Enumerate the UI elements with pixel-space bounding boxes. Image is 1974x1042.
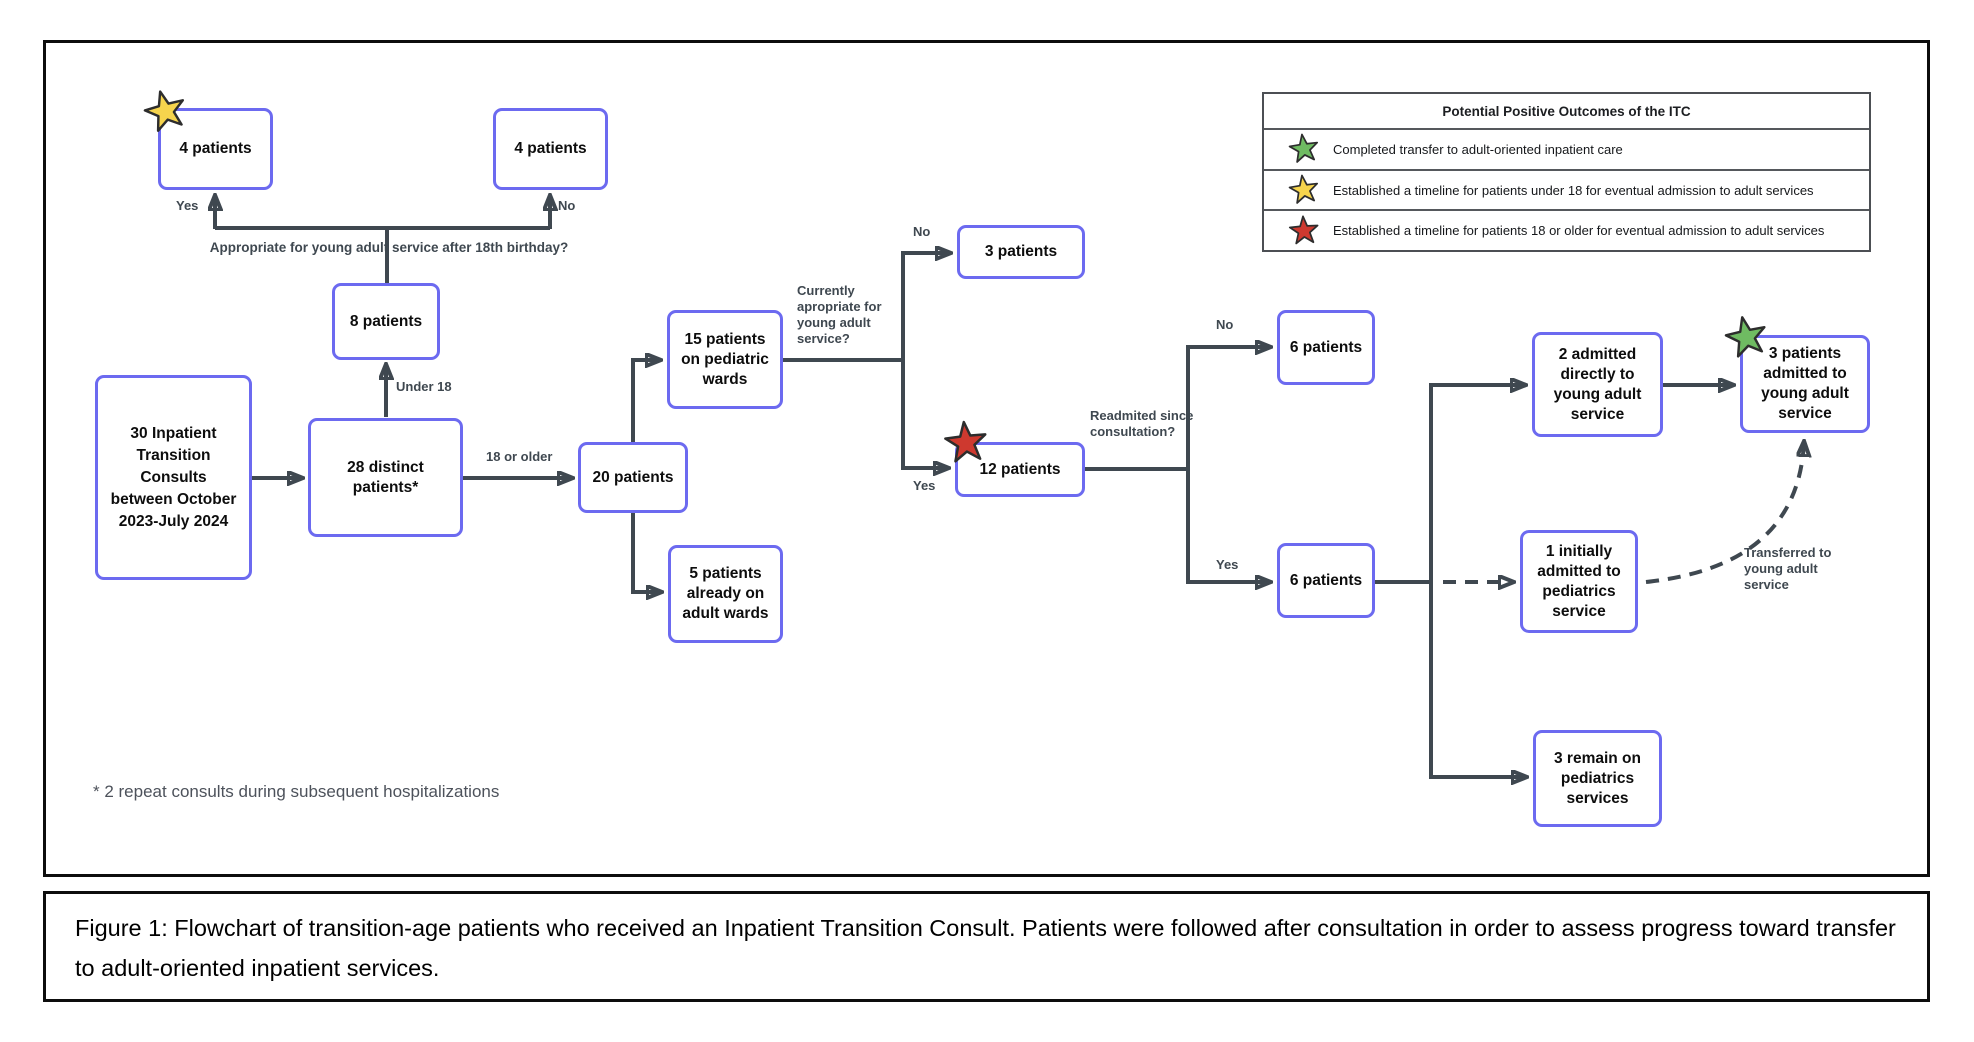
red-star-icon — [941, 418, 992, 469]
label-no-top: No — [558, 198, 576, 213]
label-question-18th-birthday: Appropriate for young adult service afte… — [209, 240, 569, 255]
label-yes-right: Yes — [1216, 557, 1239, 572]
label-under-18: Under 18 — [396, 379, 452, 394]
yellow-star-icon — [1286, 172, 1322, 208]
legend-title: Potential Positive Outcomes of the ITC — [1264, 94, 1869, 130]
node-8-patients: 8 patients — [332, 283, 440, 360]
green-star-icon — [1286, 131, 1322, 167]
legend: Potential Positive Outcomes of the ITC C… — [1262, 92, 1871, 252]
legend-row-completed-transfer: Completed transfer to adult-oriented inp… — [1264, 130, 1869, 171]
label-yes-mid: Yes — [913, 478, 936, 493]
label-18-or-older: 18 or older — [486, 449, 553, 464]
label-no-right: No — [1216, 317, 1234, 332]
green-star-icon — [1720, 311, 1773, 364]
node-30-consults: 30 Inpatient Transition Consults between… — [95, 375, 252, 580]
legend-row-timeline-18-older: Established a timeline for patients 18 o… — [1264, 211, 1869, 250]
node-6-patients-no: 6 patients — [1277, 310, 1375, 385]
node-15-pediatric-wards: 15 patients on pediatric wards — [667, 310, 783, 409]
red-star-icon — [1287, 214, 1321, 248]
node-20-patients: 20 patients — [578, 442, 688, 513]
figure-caption: Figure 1: Flowchart of transition-age pa… — [75, 915, 1896, 981]
node-1-initially-pediatrics: 1 initially admitted to pediatrics servi… — [1520, 530, 1638, 633]
yellow-star-icon — [138, 84, 193, 139]
label-question-readmitted: Readmited since consultation? — [1090, 408, 1194, 439]
label-yes-top: Yes — [176, 198, 199, 213]
legend-label: Completed transfer to adult-oriented inp… — [1333, 141, 1623, 157]
node-5-adult-wards: 5 patients already on adult wards — [668, 545, 783, 643]
label-transferred: Transferred to young adult service — [1744, 545, 1832, 592]
node-3-remain-pediatrics: 3 remain on pediatrics services — [1533, 730, 1662, 827]
footnote: * 2 repeat consults during subsequent ho… — [93, 782, 500, 801]
node-3-patients: 3 patients — [957, 225, 1085, 279]
node-28-distinct-patients: 28 distinct patients* — [308, 418, 463, 537]
legend-row-timeline-under-18: Established a timeline for patients unde… — [1264, 171, 1869, 212]
label-no-mid: No — [913, 224, 931, 239]
node-4-patients-no: 4 patients — [493, 108, 608, 190]
node-2-admitted-directly: 2 admitted directly to young adult servi… — [1532, 332, 1663, 437]
legend-label: Established a timeline for patients 18 o… — [1333, 223, 1825, 239]
legend-label: Established a timeline for patients unde… — [1333, 182, 1814, 198]
caption-frame — [43, 891, 1930, 1002]
node-6-patients-yes: 6 patients — [1277, 543, 1375, 618]
label-question-currently-appropriate: Currently apropriate for young adult ser… — [797, 283, 882, 346]
